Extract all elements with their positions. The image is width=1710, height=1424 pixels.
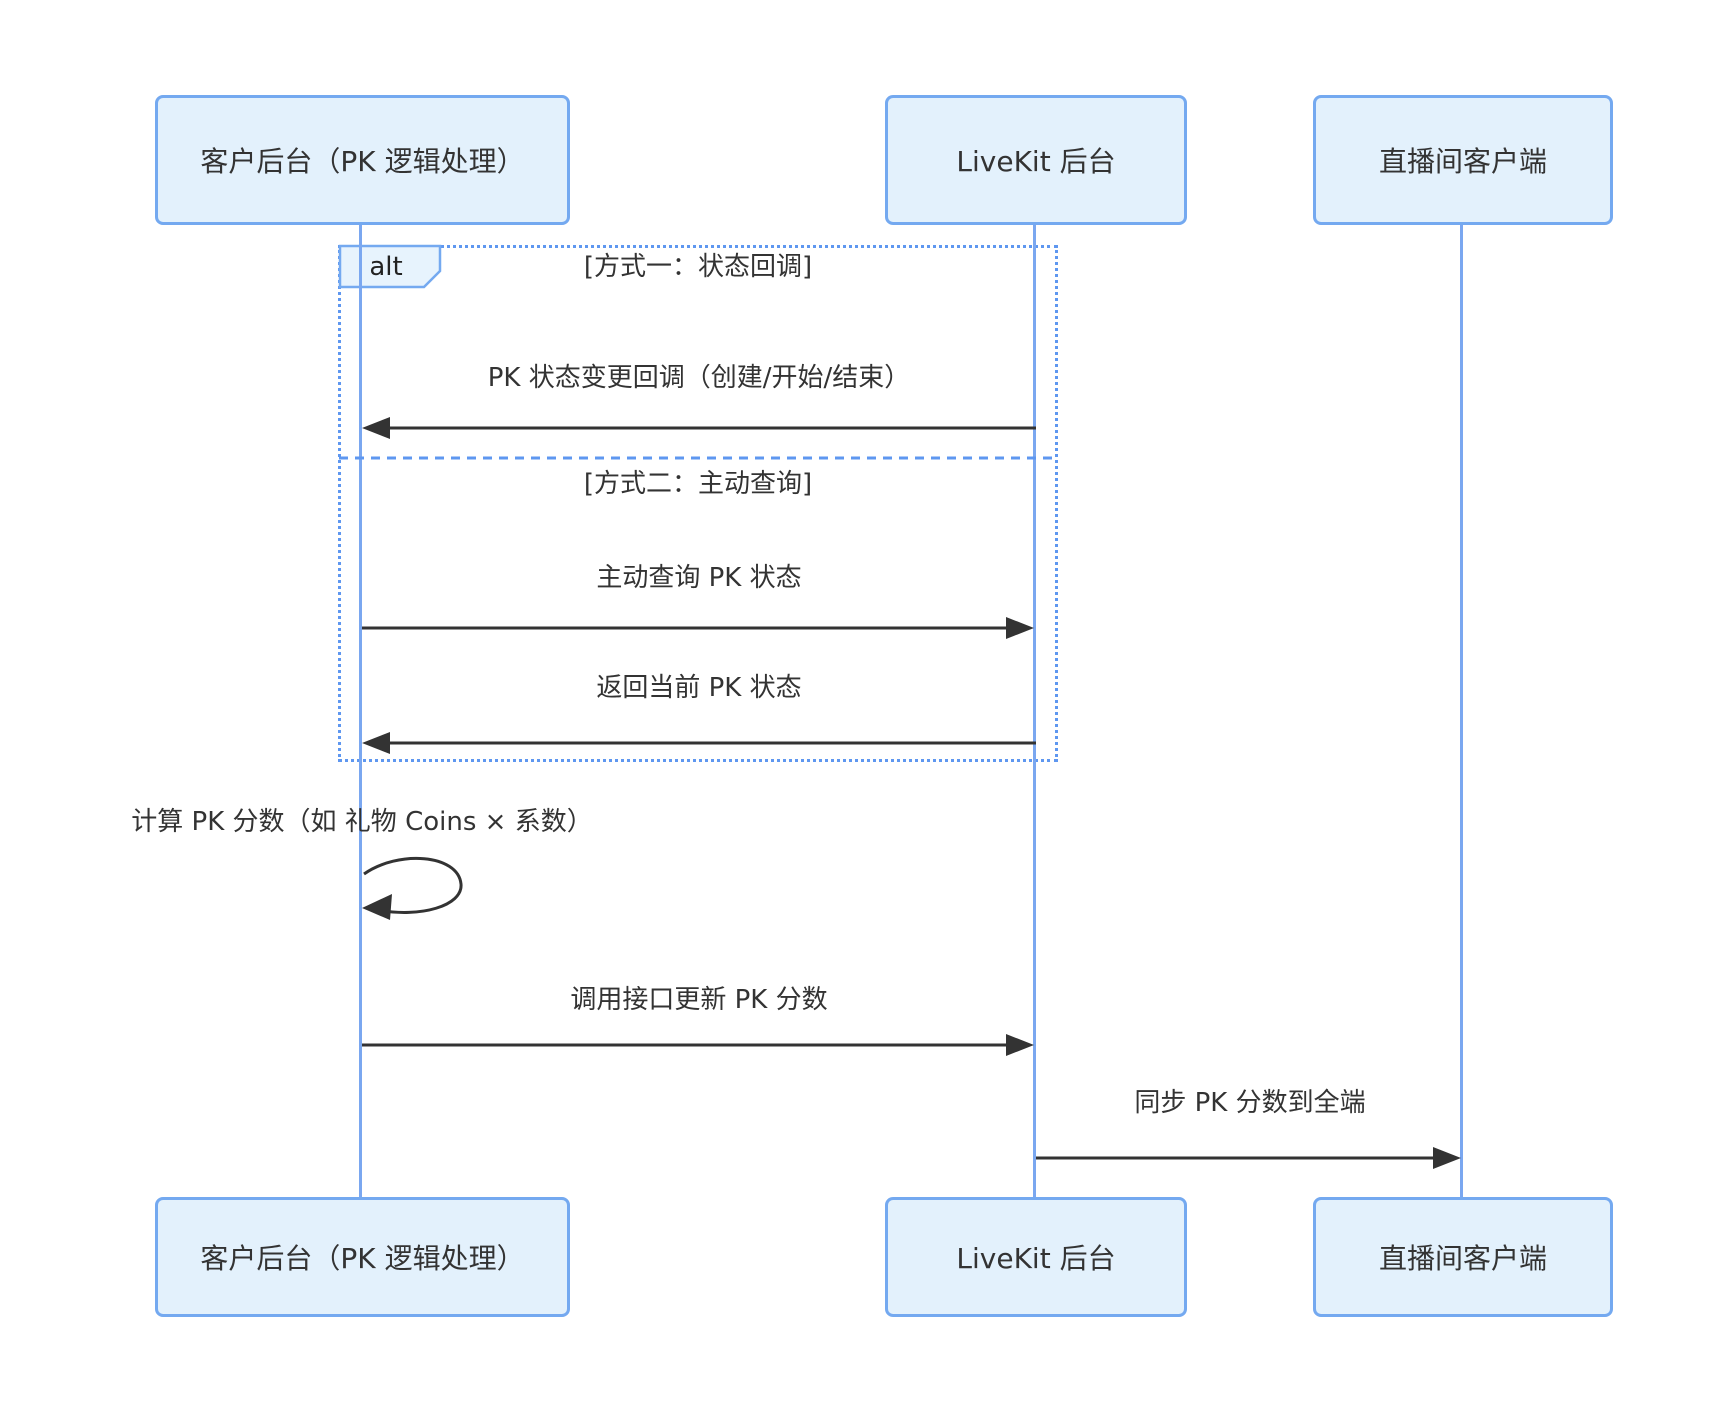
actor-bottom-customer-backend: 客户后台（PK 逻辑处理） <box>155 1197 570 1317</box>
message-arrow-sync-score <box>1036 1147 1461 1169</box>
message-label-compute-score: 计算 PK 分数（如 礼物 Coins × 系数） <box>131 807 593 837</box>
actor-top-customer-backend: 客户后台（PK 逻辑处理） <box>155 95 570 225</box>
alt-condition-2: [方式二：主动查询] <box>583 469 813 499</box>
message-label-update-score: 调用接口更新 PK 分数 <box>570 985 828 1015</box>
actor-top-livekit-backend: LiveKit 后台 <box>885 95 1187 225</box>
lifeline-live-room-client <box>1460 225 1463 1197</box>
lifeline-livekit-backend <box>1033 225 1036 1197</box>
actor-label: 客户后台（PK 逻辑处理） <box>200 1242 525 1275</box>
actor-label: 客户后台（PK 逻辑处理） <box>200 145 525 178</box>
message-label-query-status: 主动查询 PK 状态 <box>596 563 802 593</box>
actor-label: 直播间客户端 <box>1378 145 1547 178</box>
message-label-status-callback: PK 状态变更回调（创建/开始/结束） <box>487 363 911 393</box>
lifeline-customer-backend <box>359 225 362 1197</box>
alt-operator-label: alt <box>369 252 403 282</box>
actor-bottom-live-room-client: 直播间客户端 <box>1313 1197 1613 1317</box>
message-label-return-status: 返回当前 PK 状态 <box>596 673 802 703</box>
self-loop-compute-score <box>362 856 463 920</box>
message-arrow-update-score <box>362 1034 1034 1056</box>
actor-top-live-room-client: 直播间客户端 <box>1313 95 1613 225</box>
alt-frame <box>338 245 1058 762</box>
message-label-sync-score: 同步 PK 分数到全端 <box>1134 1088 1366 1118</box>
actor-bottom-livekit-backend: LiveKit 后台 <box>885 1197 1187 1317</box>
alt-condition-1: [方式一：状态回调] <box>583 252 813 282</box>
actor-label: LiveKit 后台 <box>956 145 1116 178</box>
actor-label: 直播间客户端 <box>1378 1242 1547 1275</box>
actor-label: LiveKit 后台 <box>956 1242 1116 1275</box>
